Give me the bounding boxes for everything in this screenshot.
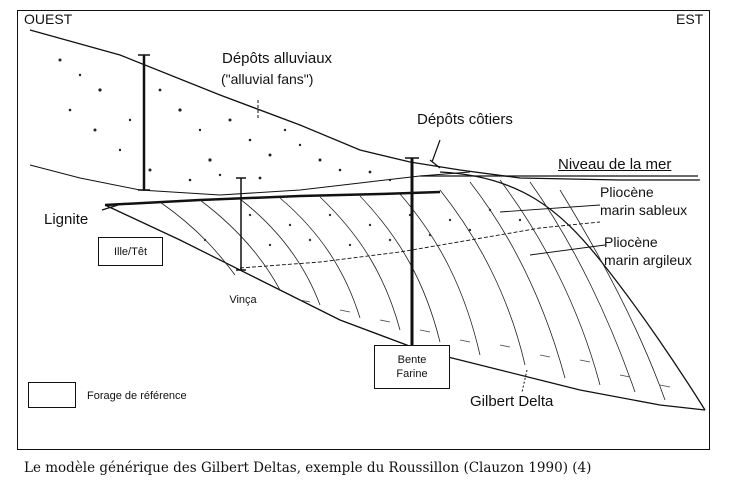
- borehole-bente-farine: [405, 157, 419, 345]
- borehole-label-vinca: Vinça: [218, 286, 268, 314]
- sandy-leader: [499, 204, 601, 213]
- sea-level-arrow: [429, 159, 441, 169]
- sandy-dots: [203, 208, 522, 247]
- label-alluvial-fr: Dépôts alluviaux: [222, 50, 333, 67]
- label-gilbert-delta: Gilbert Delta: [470, 393, 554, 410]
- label-plio-sandy-1: Pliocène: [600, 184, 654, 200]
- label-plio-clay-1: Pliocène: [604, 234, 658, 250]
- legend-swatch: [28, 382, 76, 408]
- figure-frame: [17, 10, 710, 450]
- sand-clay-boundary: [239, 221, 601, 269]
- alluvial-base: [29, 164, 471, 196]
- clay-leader: [529, 244, 606, 256]
- borehole-label-ille-tet: Ille/Têt: [98, 237, 163, 266]
- foresets: [159, 179, 666, 401]
- delta-topset: [104, 190, 441, 207]
- gilbert-leader: [521, 369, 528, 393]
- bottomset-dashes: [299, 299, 671, 388]
- direction-east: EST: [676, 11, 704, 27]
- label-coastal: Dépôts côtiers: [417, 111, 513, 128]
- direction-west: OUEST: [24, 11, 73, 27]
- label-lignite: Lignite: [44, 211, 89, 228]
- label-plio-clay-2: marin argileux: [604, 252, 692, 268]
- coastal-arrow: [431, 139, 441, 163]
- alluvial-pebbles: [58, 58, 392, 182]
- borehole-alluvial: [138, 54, 150, 191]
- borehole-label-bente-farine: Bente Farine: [374, 345, 450, 389]
- legend-label: Forage de référence: [87, 390, 187, 402]
- label-alluvial-en: ("alluvial fans"): [221, 71, 314, 87]
- lignite-arrow: [101, 204, 119, 211]
- alluvial-surface: [29, 29, 700, 181]
- borehole-vinca: [236, 177, 246, 271]
- figure-caption: Le modèle générique des Gilbert Deltas, …: [24, 460, 592, 476]
- label-sea-level: Niveau de la mer: [558, 156, 672, 173]
- label-plio-sandy-2: marin sableux: [600, 202, 688, 218]
